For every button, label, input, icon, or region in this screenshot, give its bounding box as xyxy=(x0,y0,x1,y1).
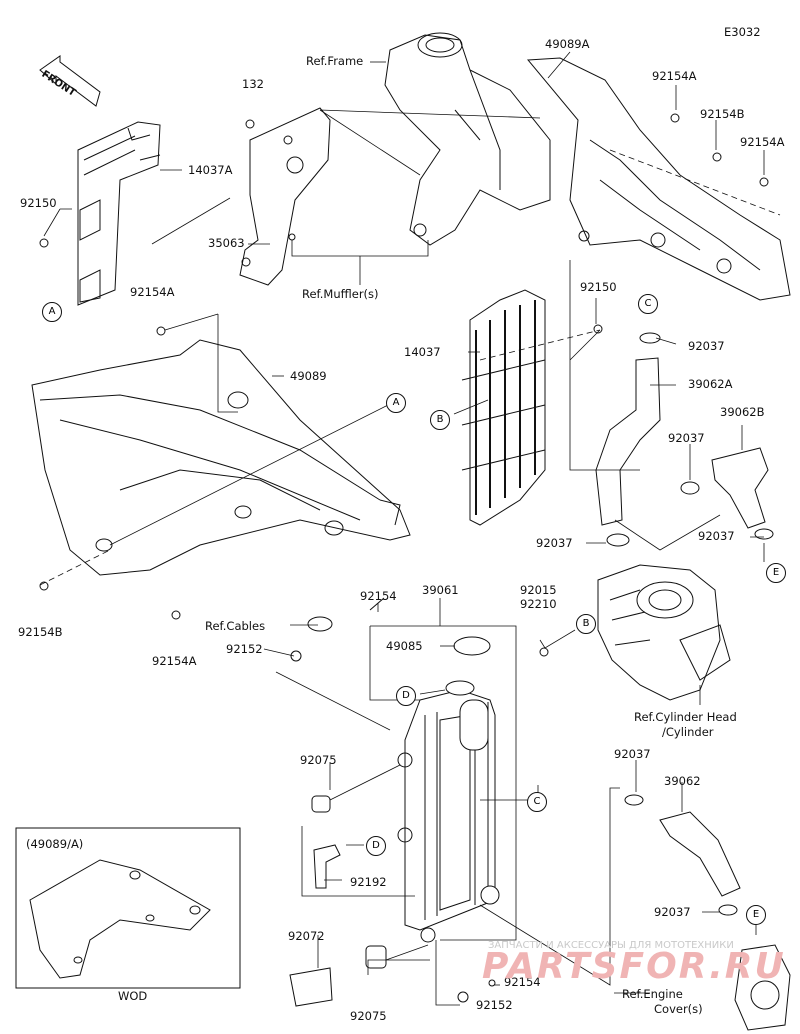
grommet-92075-top xyxy=(311,795,331,813)
callout-b-guard: B xyxy=(430,410,450,430)
hose-clamps xyxy=(307,332,774,916)
grommet-92075-bottom xyxy=(365,945,387,969)
part-92075-top: 92075 xyxy=(300,753,337,767)
hose-39062 xyxy=(659,811,741,897)
part-92037-lower: 92037 xyxy=(614,747,651,761)
part-92154: 92154 xyxy=(360,589,397,603)
part-92037-left: 92037 xyxy=(536,536,573,550)
radiator-39061 xyxy=(397,689,500,943)
ref-cylinder: /Cylinder xyxy=(662,725,714,739)
part-35063: 35063 xyxy=(208,236,245,250)
part-92154-bottom: 92154 xyxy=(504,975,541,989)
part-92075-bottom: 92075 xyxy=(350,1009,387,1023)
part-92037-right: 92037 xyxy=(698,529,735,543)
watermark-logo: PARTSFOR.RU xyxy=(482,946,786,987)
part-92154A-right: 92154A xyxy=(740,135,785,149)
part-49085: 49085 xyxy=(386,639,423,653)
callout-c-radiator: C xyxy=(527,792,547,812)
part-132: 132 xyxy=(242,77,264,91)
part-92154B-bottom: 92154B xyxy=(18,625,63,639)
inset-frame xyxy=(15,827,241,989)
ref-cylinder-head: Ref.Cylinder Head xyxy=(634,710,737,724)
frame xyxy=(384,32,551,246)
part-92150-left: 92150 xyxy=(20,196,57,210)
figure-code: E3032 xyxy=(724,25,761,39)
ref-mufflers: Ref.Muffler(s) xyxy=(302,287,379,301)
callout-b-radiator: B xyxy=(576,614,596,634)
part-92210: 92210 xyxy=(520,597,557,611)
clamp-92072 xyxy=(289,967,333,1007)
radiator-cap-49085 xyxy=(453,636,491,656)
shroud-bracket-14037A xyxy=(77,121,161,306)
callout-d-hose: D xyxy=(366,836,386,856)
part-92037-lowest: 92037 xyxy=(654,905,691,919)
callout-e-lower: E xyxy=(746,905,766,925)
callout-d-cap: D xyxy=(396,686,416,706)
part-92154A-top: 92154A xyxy=(652,69,697,83)
part-92192: 92192 xyxy=(350,875,387,889)
shroud-49089 xyxy=(31,339,411,576)
bolts xyxy=(39,113,769,1003)
part-39062A: 39062A xyxy=(688,377,733,391)
part-92072: 92072 xyxy=(288,929,325,943)
part-49089: 49089 xyxy=(290,369,327,383)
engine-cover xyxy=(734,944,791,1031)
part-92152: 92152 xyxy=(226,642,263,656)
inset-caption: WOD xyxy=(118,989,148,1003)
part-39062: 39062 xyxy=(664,774,701,788)
part-92037-mid: 92037 xyxy=(668,431,705,445)
part-92152-bottom: 92152 xyxy=(476,998,513,1012)
front-arrow-icon xyxy=(39,55,101,107)
part-14037: 14037 xyxy=(404,345,441,359)
part-92154A-bottom: 92154A xyxy=(152,654,197,668)
ref-engine-covers: Cover(s) xyxy=(654,1002,703,1016)
callout-e-clamp: E xyxy=(766,563,786,583)
part-14037A: 14037A xyxy=(188,163,233,177)
part-39061: 39061 xyxy=(422,583,459,597)
radiator-guard-14037 xyxy=(461,289,546,526)
hose-39062B xyxy=(711,447,769,529)
ref-engine: Ref.Engine xyxy=(622,987,683,1001)
ref-cables: Ref.Cables xyxy=(205,619,266,633)
watermark-text: ЗАПЧАСТИ И АКСЕССУАРЫ ДЛЯ МОТОТЕХНИКИ xyxy=(488,940,734,951)
cylinder-head xyxy=(597,564,731,701)
inset-title: (49089/A) xyxy=(26,837,84,851)
callout-a-right: A xyxy=(386,393,406,413)
callout-a-left: A xyxy=(42,302,62,322)
part-92154B-top: 92154B xyxy=(700,107,745,121)
hose-39062A xyxy=(595,357,661,526)
leader-lines xyxy=(43,51,765,1006)
part-92015: 92015 xyxy=(520,583,557,597)
part-92037-c: 92037 xyxy=(688,339,725,353)
shroud-49089A xyxy=(526,57,791,301)
bracket-35063 xyxy=(239,107,331,286)
part-39062B: 39062B xyxy=(720,405,765,419)
inset-shroud xyxy=(29,859,211,979)
part-49089A: 49089A xyxy=(545,37,590,51)
ref-frame: Ref.Frame xyxy=(306,54,364,68)
callout-c-clamp: C xyxy=(638,294,658,314)
part-92150-right: 92150 xyxy=(580,280,617,294)
part-92154A-mid: 92154A xyxy=(130,285,175,299)
hose-92192 xyxy=(313,844,341,889)
